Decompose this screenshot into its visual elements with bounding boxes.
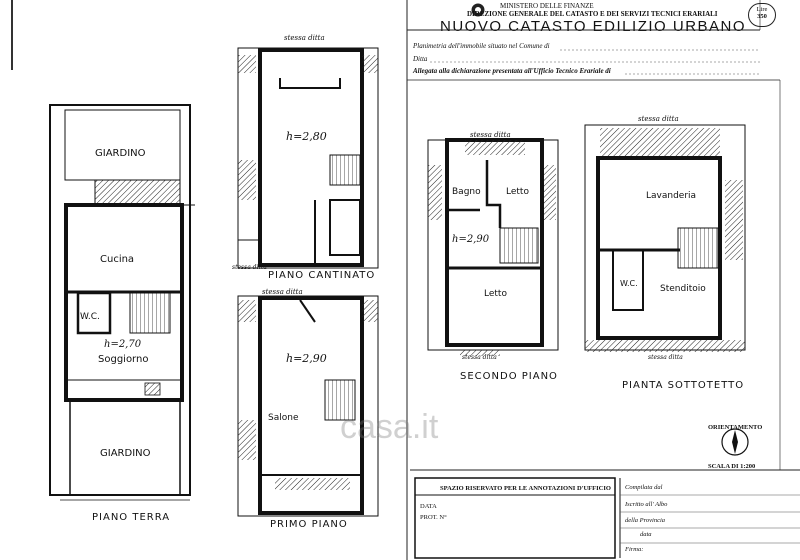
scale-label: SCALA DI 1:200	[708, 463, 756, 470]
height-label-cantinato: h=2,80	[286, 130, 327, 143]
orientation-label: ORIENTAMENTO	[708, 424, 763, 431]
revenue-stamp: Lire 350	[748, 3, 776, 27]
header-emblem	[470, 2, 486, 18]
header-line-2: Ditta	[413, 55, 428, 63]
room-label-cucina: Cucina	[100, 254, 135, 265]
note-primo-top: stessa ditta	[262, 288, 303, 296]
iscritto-label: Iscritto all' Albo	[625, 501, 668, 508]
room-label-salone: Salone	[268, 413, 299, 423]
plan-title-cantinato: PIANO CANTINATO	[268, 270, 376, 281]
note-secondo-bottom: stessa ditta	[462, 354, 497, 361]
room-label-soggiorno: Soggiorno	[98, 354, 149, 365]
header-line-3: Allegata alla dichiarazione presentata a…	[413, 67, 611, 75]
note-sottotetto-top: stessa ditta	[638, 115, 679, 123]
plan-piano-cantinato	[237, 47, 379, 269]
room-label-letto-bottom: Letto	[484, 289, 507, 299]
note-sottotetto-bottom: stessa ditta	[648, 354, 683, 361]
plan-piano-terra	[49, 104, 195, 501]
room-label-letto-top: Letto	[506, 187, 529, 197]
height-label-secondo: h=2,90	[452, 234, 490, 245]
plan-title-primo: PRIMO PIANO	[270, 519, 348, 530]
plan-primo-piano	[237, 295, 379, 517]
plan-title-sottotetto: PIANTA SOTTOTETTO	[622, 380, 745, 391]
room-label-giardino-top: GIARDINO	[95, 148, 146, 159]
direction-label: DIREZIONE GENERALE DEL CATASTO E DEI SER…	[467, 10, 718, 18]
room-label-lavanderia: Lavanderia	[646, 191, 697, 201]
emblem-icon	[471, 3, 485, 17]
plan-sottotetto	[584, 124, 746, 352]
plan-secondo-piano	[427, 138, 559, 356]
room-label-wc: W.C.	[80, 312, 100, 322]
north-arrow-icon	[721, 428, 749, 456]
office-box-title: SPAZIO RISERVATO PER LE ANNOTAZIONI D'UF…	[440, 485, 611, 492]
document-title: NUOVO CATASTO EDILIZIO URBANO	[440, 18, 747, 35]
note-cantinato-top: stessa ditta	[284, 34, 325, 42]
ministry-label: MINISTERO DELLE FINANZE	[500, 2, 594, 10]
watermark: casa.it	[340, 408, 439, 446]
plan-title-piano-terra: PIANO TERRA	[92, 512, 171, 523]
room-label-giardino-bottom: GIARDINO	[100, 448, 151, 459]
room-label-bagno: Bagno	[452, 187, 481, 197]
stamp-currency: Lire	[756, 6, 768, 13]
office-box-prot-label: PROT. N°	[420, 514, 447, 521]
stamp-value: 350	[757, 13, 767, 20]
note-secondo-top: stessa ditta	[470, 131, 511, 139]
provincia-label: della Provincia	[625, 517, 666, 524]
compiled-by-label: Compilata dal	[625, 484, 663, 491]
office-box-data-label: DATA	[420, 503, 437, 510]
data2-label: data	[640, 531, 652, 538]
height-label-primo: h=2,90	[286, 352, 327, 365]
firma-label: Firma:	[625, 546, 644, 553]
room-label-stenditoio: Stenditoio	[660, 284, 706, 294]
plan-title-secondo: SECONDO PIANO	[460, 371, 558, 382]
header-line-1: Planimetria dell'immobile situato nel Co…	[413, 42, 550, 50]
room-label-wc-sottotetto: W.C.	[620, 279, 638, 288]
note-cantinato-side: stessa ditta	[232, 264, 267, 271]
height-label-piano-terra: h=2,70	[104, 339, 142, 350]
